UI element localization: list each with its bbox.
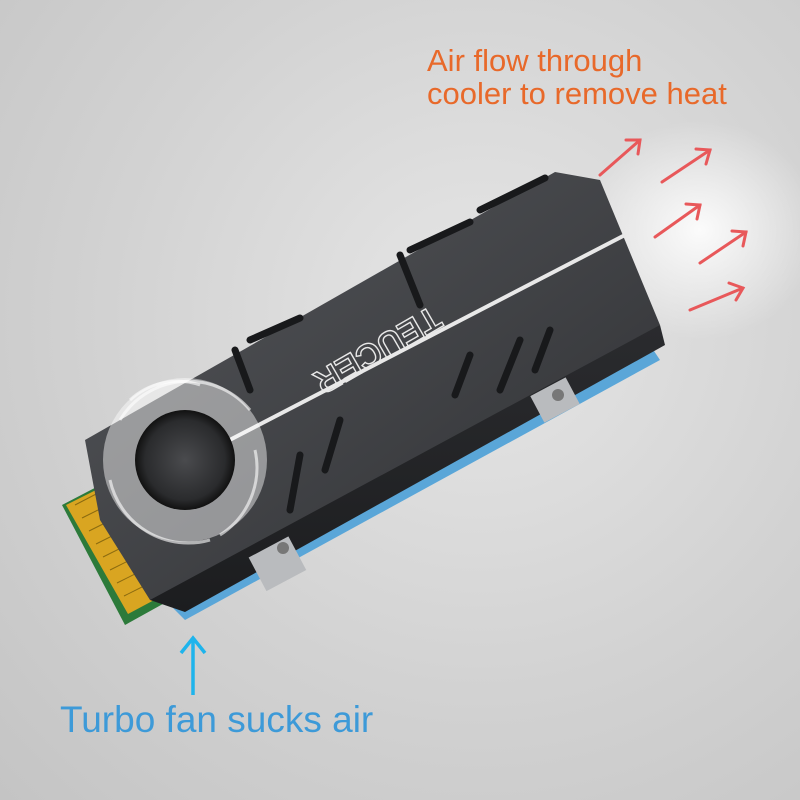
screw [552,389,564,401]
airflow-caption: Air flow through cooler to remove heat [427,44,727,110]
airflow-arrows [598,138,748,312]
arrow-up-right-icon [660,147,712,184]
heatsink-fins [231,174,554,514]
arrow-up-icon [179,635,207,695]
turbo-fan [103,378,267,545]
arrow-up-right-icon [653,202,702,239]
heatsink-top [85,172,660,600]
screw [277,542,289,554]
arrow-up-right-icon [598,138,642,177]
heatsink-stripe [219,233,626,447]
arrow-up-right-icon [688,281,746,312]
fan-caption: Turbo fan sucks air [60,699,374,740]
mount-bracket [248,536,307,592]
airflow-caption-line2: cooler to remove heat [427,76,727,112]
airflow-caption-line1: Air flow through [427,43,643,78]
arrow-up-right-icon [698,229,748,265]
